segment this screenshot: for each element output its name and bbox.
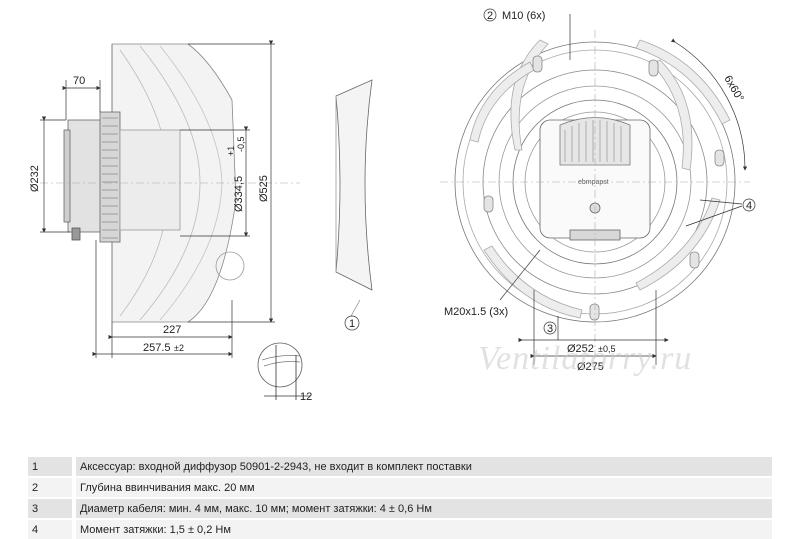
technical-drawing: 70 Ø232 Ø334,5 +1 -0,5 Ø525 227 257.5 ±2… <box>29 8 756 403</box>
watermark: Ventilatorry.ru <box>478 340 693 377</box>
note-number: 4 <box>28 520 72 539</box>
note-text: Диаметр кабеля: мин. 4 мм, макс. 10 мм; … <box>76 499 772 518</box>
dim-252: Ø252 <box>567 343 594 355</box>
side-view <box>40 43 300 323</box>
callout-4: 4 <box>746 200 752 212</box>
note-text: Глубина ввинчивания макс. 20 мм <box>76 478 772 497</box>
note-row: 4 Момент затяжки: 1,5 ± 0,2 Нм <box>28 520 772 539</box>
brand-label: ebmpapst <box>578 179 609 186</box>
dim-227: 227 <box>163 324 181 336</box>
note-text: Аксессуар: входной диффузор 50901-2-2943… <box>76 457 772 476</box>
dim-257-tol: ±2 <box>174 343 184 353</box>
dim-m20: M20x1.5 (3x) <box>444 306 508 318</box>
note-number: 2 <box>28 478 72 497</box>
dim-252-tol: ±0,5 <box>598 344 615 354</box>
inlet-diffuser <box>335 79 373 291</box>
dim-12: 12 <box>300 391 312 403</box>
notes-table: 1 Аксессуар: входной диффузор 50901-2-29… <box>28 457 772 539</box>
side-view-dimensions <box>40 40 275 358</box>
dim-70: 70 <box>73 75 85 87</box>
note-row: 3 Диаметр кабеля: мин. 4 мм, макс. 10 мм… <box>28 499 772 518</box>
note-number: 1 <box>28 457 72 476</box>
front-view-dimensions <box>499 14 748 365</box>
callout-2-marker <box>483 8 497 22</box>
front-view <box>440 30 750 370</box>
callout-1-marker <box>344 315 360 331</box>
dim-334-tol2: -0,5 <box>236 136 246 152</box>
note-number: 3 <box>28 499 72 518</box>
note-row: 2 Глубина ввинчивания макс. 20 мм <box>28 478 772 497</box>
dim-m10: M10 (6x) <box>502 10 545 22</box>
note-row: 1 Аксессуар: входной диффузор 50901-2-29… <box>28 457 772 476</box>
dim-525: Ø525 <box>258 175 270 202</box>
callout-3-marker <box>543 321 557 335</box>
dim-334: Ø334,5 <box>233 176 245 212</box>
callout-4-marker <box>742 198 756 212</box>
callout-2: 2 <box>487 10 493 22</box>
callout-1: 1 <box>349 318 355 330</box>
dim-334-tol: +1 <box>226 146 236 156</box>
detail-view <box>257 342 310 400</box>
dim-257: 257.5 <box>143 342 171 354</box>
dim-angle: 6x60° <box>721 74 746 104</box>
callout-3: 3 <box>547 323 553 335</box>
note-text: Момент затяжки: 1,5 ± 0,2 Нм <box>76 520 772 539</box>
dim-275: Ø275 <box>577 361 604 373</box>
dim-232: Ø232 <box>29 165 41 192</box>
